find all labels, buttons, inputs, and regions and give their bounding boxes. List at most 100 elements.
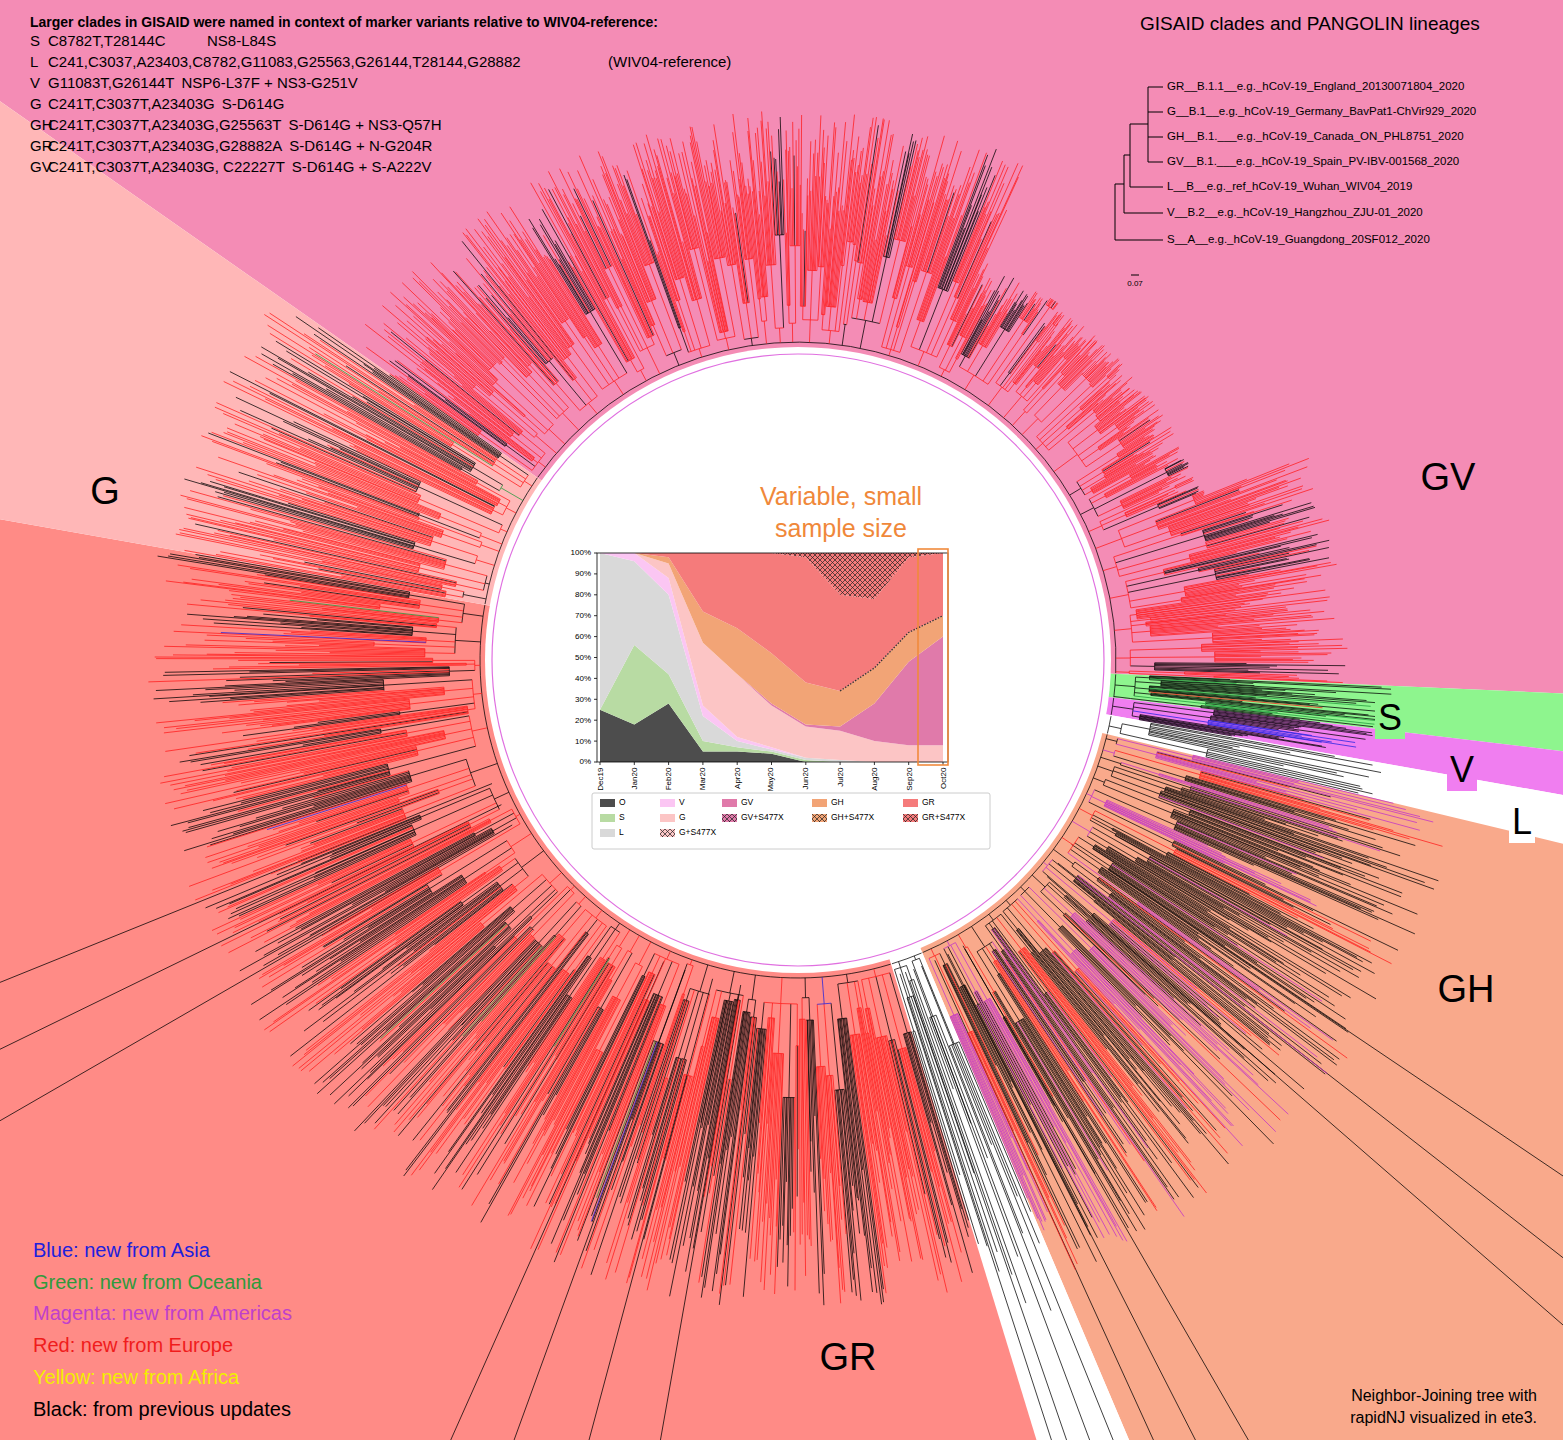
tick-mark: [840, 762, 841, 765]
legend-swatch: [660, 799, 675, 807]
inset-tree: [1115, 87, 1163, 275]
legend-item: Blue: new from Asia: [33, 1239, 210, 1262]
clade-area: [600, 553, 943, 762]
tip-label: S__A__e.g._hCoV-19_Guangdong_20SF012_202…: [1167, 233, 1430, 246]
hatched-area: [600, 553, 943, 599]
clade-code: G: [30, 95, 42, 112]
month-label: Jul20: [836, 768, 845, 787]
tip-label: V__B.2__e.g._hCoV-19_Hangzhou_ZJU-01_202…: [1167, 206, 1423, 219]
clade-label: V: [1447, 749, 1477, 790]
tip-label: GH__B.1.___e.g._hCoV-19_Canada_ON_PHL875…: [1167, 130, 1464, 143]
protein-change: S-D614G + S-A222V: [292, 158, 432, 175]
legend-text: O: [619, 798, 626, 808]
clade-label: GV: [1418, 456, 1479, 500]
tick-mark: [594, 615, 597, 616]
axis-tick-label: 80%: [575, 590, 591, 599]
clade-area: [600, 553, 943, 691]
clade-label: L: [1509, 801, 1535, 842]
dotted-boundary: [840, 616, 943, 691]
table-header: Larger clades in GISAID were named in co…: [30, 14, 658, 30]
legend-text: GH: [831, 798, 844, 808]
axis-tick-label: 20%: [575, 716, 591, 725]
month-label: Dec19: [595, 768, 604, 791]
tip-label: GV__B.1.___e.g._hCoV-19_Spain_PV-IBV-001…: [1167, 155, 1459, 168]
marker-variants: C241T,C3037T,A23403G, C22227T: [48, 158, 285, 175]
legend-swatch: [600, 799, 615, 807]
tick-mark: [594, 573, 597, 574]
hatch-swatch: [722, 814, 737, 822]
marker-variants: G11083T,G26144T: [48, 74, 174, 91]
legend-item: Black: from previous updates: [33, 1398, 291, 1421]
protein-change: S-D614G + NS3-Q57H: [289, 116, 442, 133]
tick-mark: [702, 762, 703, 765]
tick-mark: [771, 762, 772, 765]
tick-mark: [805, 762, 806, 765]
legend-item: L: [600, 828, 624, 838]
legend-frame: [592, 793, 990, 849]
tick-mark: [594, 657, 597, 658]
axis-tick-label: 90%: [575, 569, 591, 578]
legend-text: GV+S477X: [741, 813, 784, 823]
legend-text: G+S477X: [679, 828, 716, 838]
inner-circle: [485, 347, 1111, 973]
tick-mark: [594, 762, 597, 763]
legend-swatch: [812, 799, 827, 807]
legend-swatch: [903, 799, 918, 807]
legend-swatch: [722, 799, 737, 807]
legend-text: GV: [741, 798, 753, 808]
legend-text: S: [619, 813, 625, 823]
marker-variants: C8782T,T28144C: [48, 32, 166, 49]
legend-text: GH+S477X: [831, 813, 874, 823]
legend-item: GH+S477X: [812, 813, 874, 823]
legend-text: V: [679, 798, 685, 808]
month-label: May20: [767, 768, 776, 792]
legend-item: V: [660, 798, 685, 808]
tick-mark: [594, 720, 597, 721]
marker-variants: C241T,C3037T,A23403G: [48, 95, 215, 112]
legend-item: GR+S477X: [903, 813, 965, 823]
legend-text: GR: [922, 798, 935, 808]
marker-variants: C241T,C3037T,A23403G,G25563T: [48, 116, 282, 133]
chart-frame: [597, 553, 948, 762]
axis-tick-label: 10%: [575, 737, 591, 746]
protein-change: S-D614G + N-G204R: [289, 137, 432, 154]
tip-label: GR__B.1.1__e.g._hCoV-19_England_20130071…: [1167, 80, 1464, 93]
tip-label: L__B__e.g._ref_hCoV-19_Wuhan_WIV04_2019: [1167, 180, 1412, 193]
month-label: Feb20: [664, 768, 673, 791]
hatch-swatch: [660, 829, 675, 837]
axis-tick-label: 70%: [575, 611, 591, 620]
chart-annotation: Variable, small sample size: [736, 480, 946, 545]
clade-label: G: [87, 470, 123, 514]
axis-tick-label: 30%: [575, 695, 591, 704]
method-note: Neighbor-Joining tree with rapidNJ visua…: [1307, 1385, 1537, 1428]
legend-text: Yellow: new from Africa: [33, 1366, 239, 1389]
clade-area: [600, 553, 943, 762]
protein-change: NSP6-L37F + NS3-G251V: [181, 74, 357, 91]
month-label: Sep20: [904, 768, 913, 791]
legend-item: O: [600, 798, 626, 808]
legend-text: Red: new from Europe: [33, 1334, 233, 1357]
tick-mark: [594, 553, 597, 554]
highlight-box: [918, 549, 948, 765]
axis-tick-label: 50%: [575, 653, 591, 662]
legend-swatch: [600, 814, 615, 822]
tick-mark: [634, 762, 635, 765]
legend-swatch: [600, 829, 615, 837]
clade-code: L: [30, 53, 38, 70]
tick-mark: [600, 762, 601, 765]
clade-area: [600, 553, 943, 762]
legend-text: Magenta: new from Americas: [33, 1302, 292, 1325]
axis-tick-label: 0%: [579, 757, 591, 766]
clade-area: [600, 553, 943, 745]
legend-item: S: [600, 813, 625, 823]
tick-mark: [908, 762, 909, 765]
tick-mark: [668, 762, 669, 765]
marker-variants: C241T,C3037T,A23403G,G28882A: [48, 137, 282, 154]
protein-change: S-D614G: [222, 95, 285, 112]
tree-branch: [148, 112, 1442, 1304]
month-label: Aug20: [870, 768, 879, 791]
inset-title: GISAID clades and PANGOLIN lineages: [1140, 13, 1480, 35]
scale-label: 0.07: [1127, 279, 1143, 288]
